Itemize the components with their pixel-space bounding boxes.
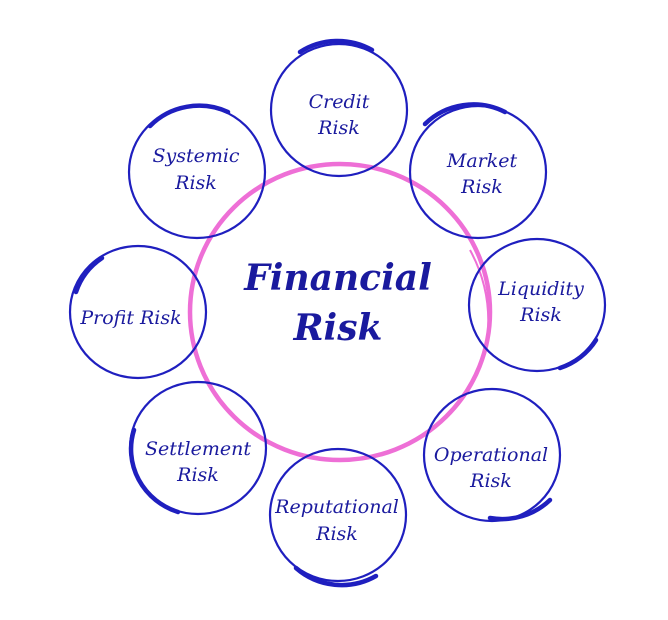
operational-risk-label-2: Risk	[469, 470, 512, 492]
systemic-risk-label-1: Systemic	[152, 145, 239, 167]
node-systemic-risk: Systemic Risk	[127, 103, 267, 240]
reputational-risk-ring	[268, 447, 408, 583]
market-risk-label-1: Market	[446, 150, 518, 172]
systemic-risk-label-2: Risk	[174, 172, 217, 194]
credit-risk-label-2: Risk	[317, 117, 360, 139]
node-market-risk: Market Risk	[408, 102, 548, 240]
center-title-line2: Risk	[293, 307, 383, 349]
center-ring-stroke	[469, 249, 490, 331]
liquidity-risk-ring	[467, 237, 607, 373]
credit-risk-label-1: Credit	[309, 91, 370, 113]
profit-risk-label-1: Profit Risk	[79, 307, 181, 329]
node-settlement-risk: Settlement Risk	[128, 380, 268, 516]
market-risk-ring	[408, 104, 548, 240]
credit-risk-ring	[269, 42, 409, 178]
reputational-risk-label-1: Reputational	[274, 496, 399, 518]
node-liquidity-risk: Liquidity Risk	[467, 237, 607, 373]
systemic-risk-ring-stroke	[147, 103, 231, 129]
settlement-risk-label-1: Settlement	[145, 438, 251, 460]
market-risk-ring-stroke	[422, 102, 508, 127]
reputational-risk-label-2: Risk	[315, 523, 358, 545]
settlement-risk-label-2: Risk	[176, 464, 219, 486]
reputational-risk-ring-stroke	[293, 565, 379, 588]
profit-risk-ring-stroke	[73, 255, 105, 295]
operational-risk-ring	[422, 387, 562, 523]
node-profit-risk: Profit Risk	[68, 244, 208, 380]
market-risk-label-2: Risk	[460, 176, 503, 198]
liquidity-risk-label-2: Risk	[519, 304, 562, 326]
node-reputational-risk: Reputational Risk	[268, 447, 408, 588]
operational-risk-label-1: Operational	[434, 444, 548, 466]
center-node: Financial Risk	[187, 161, 493, 463]
node-credit-risk: Credit Risk	[269, 38, 409, 178]
profit-risk-ring	[68, 244, 208, 380]
operational-risk-ring-stroke	[487, 497, 553, 522]
node-operational-risk: Operational Risk	[422, 387, 562, 523]
liquidity-risk-label-1: Liquidity	[497, 278, 584, 300]
credit-risk-ring-stroke	[297, 38, 375, 55]
liquidity-risk-ring-stroke	[557, 337, 599, 371]
center-ring	[187, 161, 493, 463]
settlement-risk-ring-stroke	[128, 427, 181, 515]
center-title-line1: Financial	[243, 257, 432, 299]
